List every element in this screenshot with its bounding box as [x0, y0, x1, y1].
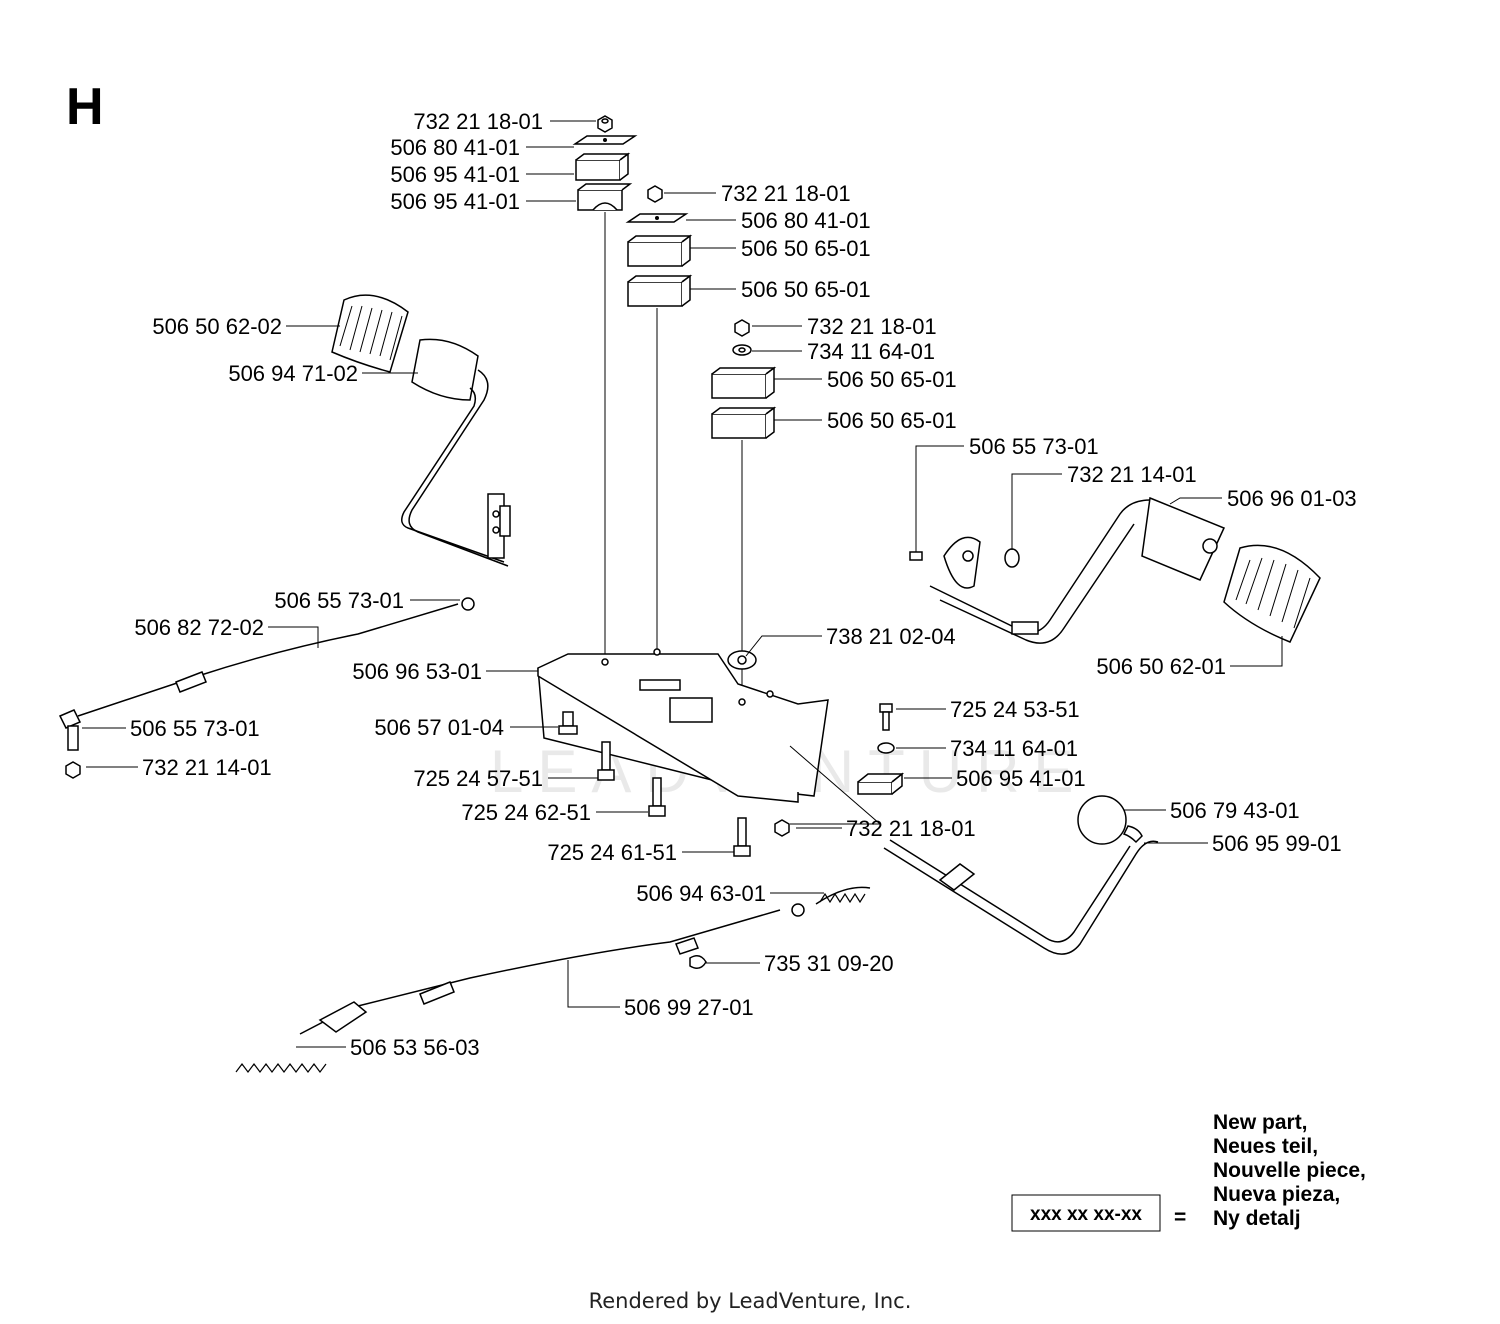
right-hardware-stack — [857, 703, 905, 795]
part-label: 506 50 62-01 — [1096, 654, 1226, 679]
left-pedal-assembly — [331, 294, 511, 567]
right-pedal-assembly — [909, 496, 1321, 644]
legend-line: Neues teil, — [1213, 1135, 1318, 1158]
part-label: 725 24 62-51 — [461, 800, 591, 825]
part-label: 506 55 73-01 — [969, 434, 1099, 459]
shift-lever — [883, 795, 1159, 955]
center-stack-middle — [625, 185, 693, 650]
part-label: 732 21 18-01 — [846, 816, 976, 841]
part-label: 735 31 09-20 — [764, 951, 894, 976]
leader-lines — [82, 120, 1283, 1048]
left-cable — [58, 597, 475, 779]
part-label: 732 21 18-01 — [721, 181, 851, 206]
part-label: 506 95 99-01 — [1212, 831, 1342, 856]
part-label: 506 50 65-01 — [827, 367, 957, 392]
part-label: 506 79 43-01 — [1170, 798, 1300, 823]
legend-line: Nouvelle piece, — [1213, 1159, 1366, 1182]
part-label: 725 24 57-51 — [413, 766, 543, 791]
part-label: 506 94 63-01 — [636, 881, 766, 906]
legend-equals: = — [1174, 1206, 1186, 1229]
legend: xxx xx xx-xx = New part, Neues teil, Nou… — [1011, 1111, 1366, 1232]
part-label: 506 80 41-01 — [390, 135, 520, 160]
part-label: 506 55 73-01 — [274, 588, 404, 613]
part-label: 506 95 41-01 — [390, 162, 520, 187]
part-label: 732 21 18-01 — [807, 314, 937, 339]
part-label: 506 95 41-01 — [956, 766, 1086, 791]
legend-line: Nueva pieza, — [1213, 1183, 1340, 1206]
part-label: 506 57 01-04 — [374, 715, 504, 740]
part-label: 506 80 41-01 — [741, 208, 871, 233]
part-label: 734 11 64-01 — [950, 736, 1078, 761]
legend-line: New part, — [1213, 1111, 1308, 1134]
part-label: 506 96 53-01 — [352, 659, 482, 684]
part-label: 732 21 14-01 — [142, 755, 272, 780]
footer-credit: Rendered by LeadVenture, Inc. — [589, 1289, 912, 1313]
part-label: 732 21 18-01 — [413, 109, 543, 134]
plate-bolts — [558, 711, 790, 857]
part-label: 506 99 27-01 — [624, 995, 754, 1020]
part-label: 506 50 65-01 — [827, 408, 957, 433]
part-label: 506 50 62-02 — [152, 314, 282, 339]
part-label: 734 11 64-01 — [807, 339, 935, 364]
legend-box — [1011, 1194, 1161, 1232]
section-letter: H — [66, 78, 104, 136]
part-label: 506 50 65-01 — [741, 277, 871, 302]
part-label: 506 55 73-01 — [130, 716, 260, 741]
part-label: 732 21 14-01 — [1067, 462, 1197, 487]
part-label: 506 53 56-03 — [350, 1035, 480, 1060]
part-label: 725 24 53-51 — [950, 697, 1080, 722]
part-label: 738 21 02-04 — [826, 624, 956, 649]
center-stack-right — [711, 319, 777, 700]
base-plate — [537, 648, 829, 803]
part-label: 506 50 65-01 — [741, 236, 871, 261]
part-labels: 732 21 18-01 506 80 41-01 506 95 41-01 5… — [130, 109, 1357, 1060]
center-stack-left — [572, 115, 638, 660]
part-label: 725 24 61-51 — [547, 840, 677, 865]
legend-box-text: xxx xx xx-xx — [1030, 1204, 1142, 1225]
part-label: 506 96 01-03 — [1227, 486, 1357, 511]
legend-line: Ny detalj — [1213, 1207, 1301, 1230]
part-label: 506 94 71-02 — [228, 361, 358, 386]
part-label: 506 82 72-02 — [134, 615, 264, 640]
bottom-cable — [235, 886, 871, 1073]
part-label: 506 95 41-01 — [390, 189, 520, 214]
